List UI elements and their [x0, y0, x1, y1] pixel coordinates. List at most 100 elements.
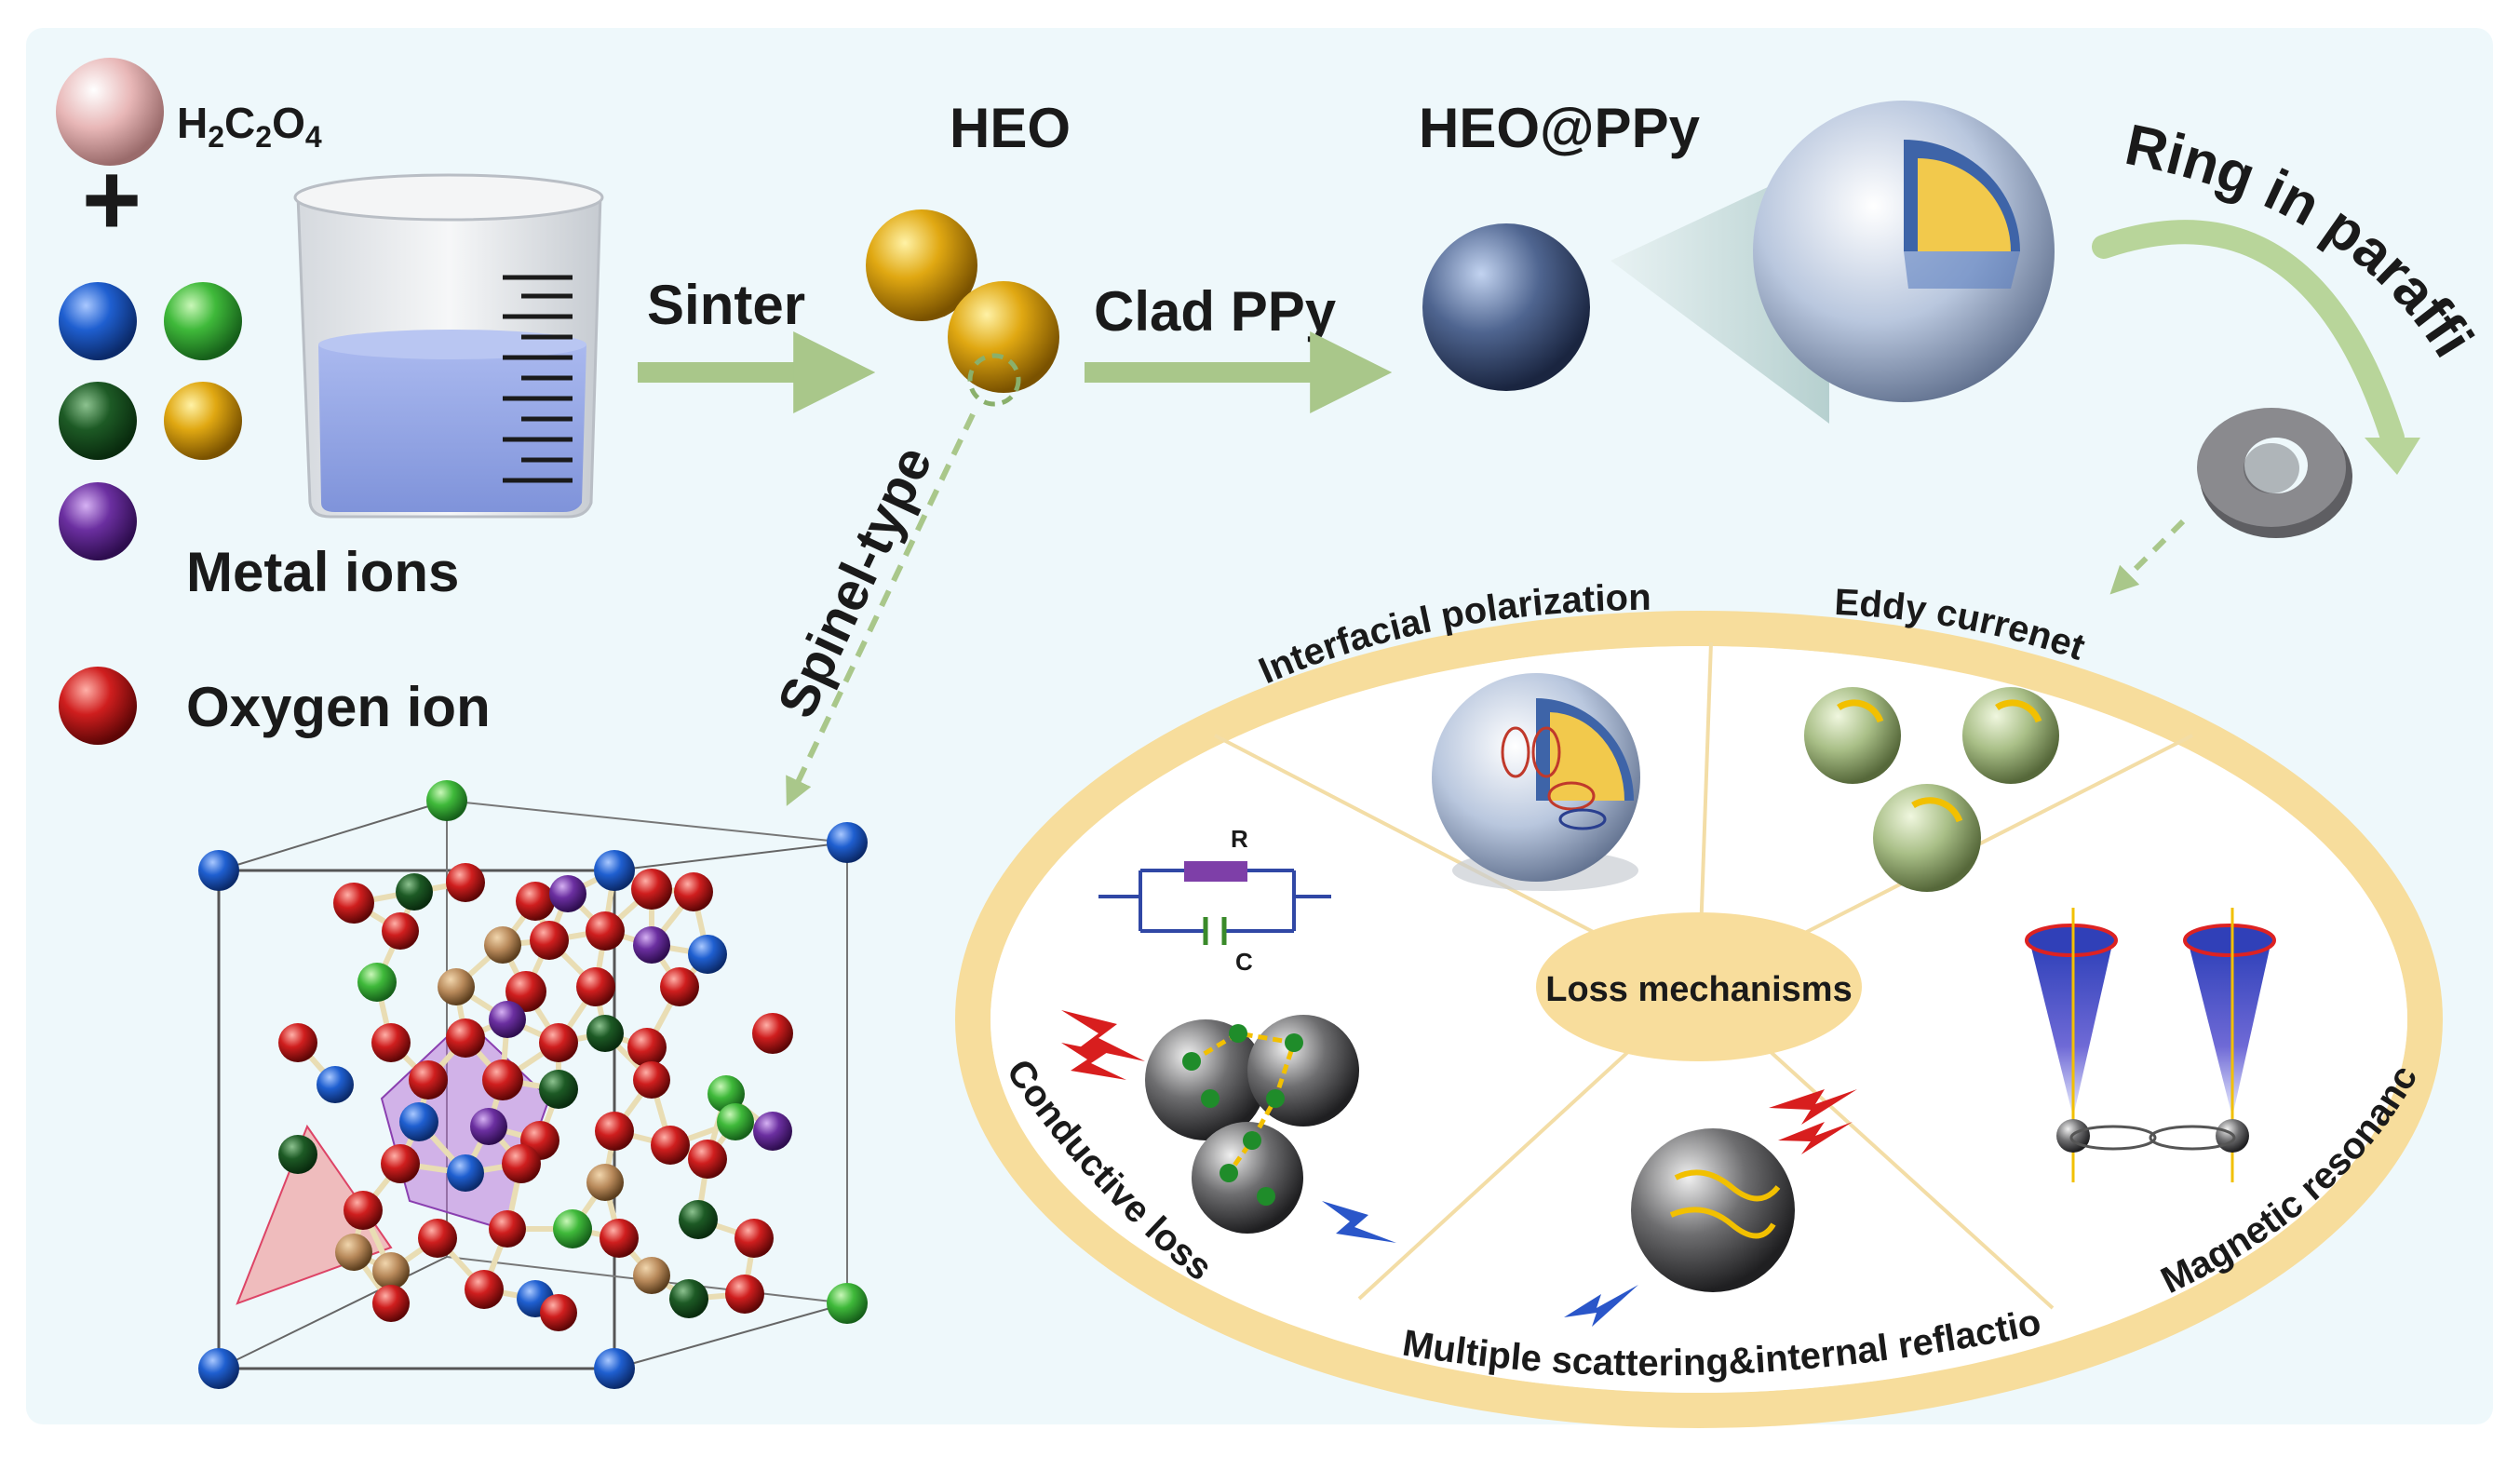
unit-cell-edge: [613, 842, 848, 871]
lattice-atom: [586, 1015, 624, 1052]
heo-ppy-particle: [1422, 223, 1590, 391]
heo-particle-1: [866, 209, 977, 321]
h2c2o4-label: H2C2O4: [177, 99, 322, 154]
lattice-atom: [372, 1252, 410, 1289]
lattice-atom: [679, 1200, 718, 1239]
lattice-atom: [372, 1285, 410, 1322]
metal-ion-gold: [164, 382, 242, 460]
lattice-atom: [335, 1234, 372, 1271]
lattice-atom: [198, 850, 239, 891]
lattice-atom: [409, 1060, 448, 1099]
lattice-atom: [470, 1108, 507, 1145]
lightning-bolt-icon: [1769, 1089, 1857, 1125]
lattice-atom: [357, 963, 397, 1002]
lattice-atom: [688, 935, 727, 974]
metal-ion-light-green: [164, 282, 242, 360]
lattice-atom: [669, 1279, 708, 1318]
lattice-atom: [633, 926, 670, 964]
lattice-atom: [734, 1219, 774, 1258]
paraffin-ring-icon: [2197, 408, 2352, 538]
interfacial-polarization-sphere: [1432, 673, 1640, 891]
lattice-atom: [371, 1023, 411, 1062]
lattice-atom: [539, 1023, 578, 1062]
lattice-atom: [549, 875, 586, 912]
lightning-bolt-icon: [1061, 1043, 1126, 1080]
lattice-atom: [586, 911, 625, 951]
lattice-atom: [198, 1348, 239, 1389]
lattice-atom: [426, 780, 467, 821]
lattice-atom: [631, 869, 672, 910]
lattice-atom: [344, 1191, 383, 1230]
mechanism-ring: [955, 611, 2443, 1428]
lightning-bolt-icon: [1061, 1010, 1145, 1061]
spinel-crystal-lattice: [198, 780, 868, 1389]
beaker-icon: [293, 173, 604, 519]
metal-ion-purple: [59, 482, 137, 560]
multiple-scattering-sphere: [1631, 1128, 1795, 1292]
metal-ion-dark-green: [59, 382, 137, 460]
lattice-atom: [482, 1059, 523, 1100]
rc-circuit-icon: [1098, 869, 1331, 933]
lattice-atom: [576, 967, 615, 1006]
lattice-atom: [489, 1210, 526, 1248]
lattice-atom: [446, 1019, 485, 1058]
heo-label: HEO: [950, 97, 1071, 159]
heo-ppy-label: HEO@PPy: [1419, 97, 1701, 159]
lattice-atom: [489, 1001, 526, 1038]
lattice-atom: [594, 1348, 635, 1389]
lattice-atom: [627, 1028, 667, 1067]
lattice-atom: [753, 1112, 792, 1151]
oxalic-acid-sphere: [56, 58, 164, 166]
lattice-atom: [688, 1140, 727, 1179]
loss-mechanisms-label: Loss mechanisms: [1545, 970, 1852, 1009]
core-shell-sphere-icon: [1753, 101, 2055, 402]
eddy-current-spheres: [1804, 687, 2059, 892]
lattice-atom: [317, 1066, 354, 1103]
metal-ions-label: Metal ions: [186, 541, 459, 603]
plus-sign: +: [82, 142, 141, 257]
lattice-atom: [438, 968, 475, 1005]
oxygen-ion-label: Oxygen ion: [186, 676, 491, 738]
lattice-atom: [539, 1070, 578, 1109]
heo-particle-2: [948, 281, 1059, 393]
lattice-atom: [465, 1270, 504, 1309]
lattice-atom: [600, 1219, 639, 1258]
lattice-atom: [505, 971, 546, 1012]
lightning-bolt-icon: [1564, 1285, 1638, 1327]
spinel-arrow: [786, 412, 976, 806]
resistor-symbol: [1184, 861, 1247, 882]
lattice-atom: [446, 863, 485, 902]
lattice-atom: [594, 850, 635, 891]
lattice-atom: [447, 1154, 484, 1192]
lightning-bolt-icon: [1322, 1201, 1396, 1243]
magnetic-resonance-cones: [2025, 908, 2276, 1182]
lattice-atom: [633, 1061, 670, 1099]
unit-cell-highlight: [967, 353, 1021, 407]
lattice-atom: [530, 921, 569, 960]
lattice-atom: [651, 1126, 690, 1165]
sinter-label: Sinter: [647, 274, 805, 336]
lattice-atom: [540, 1294, 577, 1331]
clad-ppy-label: Clad PPy: [1094, 280, 1337, 343]
lattice-atom: [725, 1275, 764, 1314]
ring-curved-arrow: [2092, 220, 2405, 450]
loss-mechanisms-hub: [1536, 912, 1862, 1061]
lattice-atom: [633, 1257, 670, 1294]
lattice-atom: [396, 873, 433, 911]
lattice-atom: [516, 882, 555, 921]
conductive-network: [1145, 1015, 1359, 1234]
lightning-bolt-icon: [1778, 1122, 1853, 1154]
oxygen-ion-sphere: [59, 667, 137, 745]
resistor-label: R: [1231, 825, 1248, 853]
lattice-atom: [674, 872, 713, 911]
lattice-atom: [484, 926, 521, 964]
lattice-atom: [278, 1023, 317, 1062]
lattice-atom: [399, 1102, 438, 1141]
lattice-atom: [595, 1112, 634, 1151]
capacitor-symbol: [1203, 917, 1227, 945]
lattice-atom: [752, 1013, 793, 1054]
lattice-atom: [502, 1144, 541, 1183]
lattice-atom: [418, 1219, 457, 1258]
